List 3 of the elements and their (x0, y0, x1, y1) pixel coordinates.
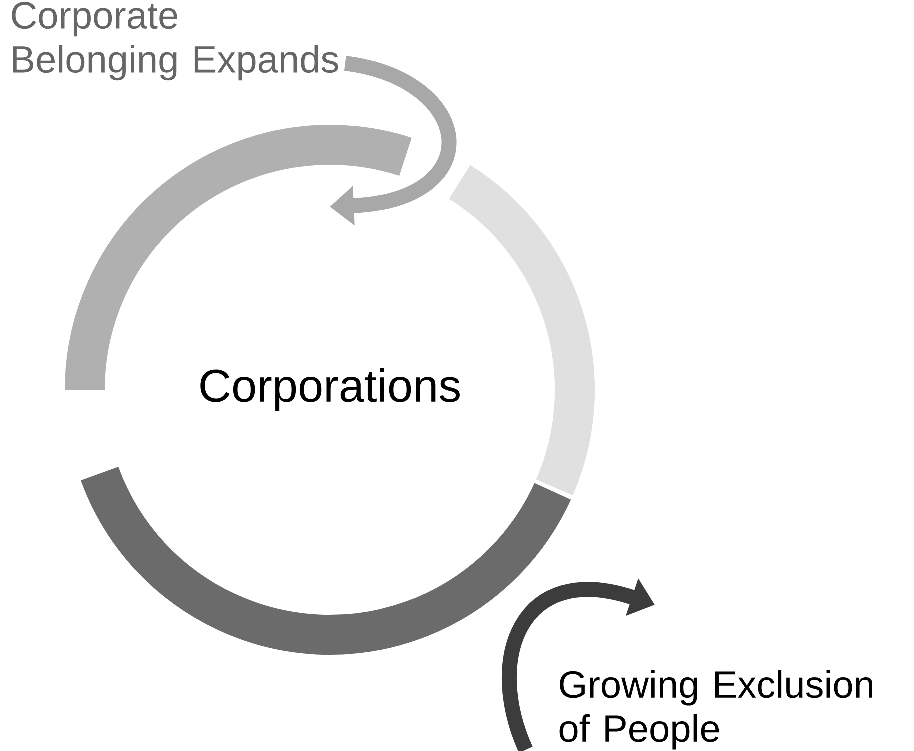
outcome-label: Growing Exclusion of People (560, 670, 872, 750)
cycle-center-label: Corporations (200, 368, 460, 412)
stage-label: Corporate Belonging Expands (12, 2, 338, 81)
